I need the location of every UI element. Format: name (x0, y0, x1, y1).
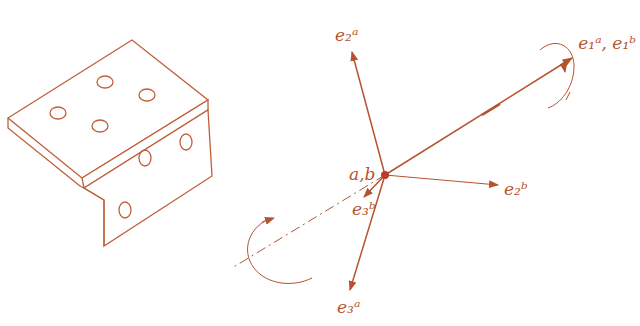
hinge-drawing (8, 40, 212, 246)
origin-label: a,b (349, 165, 375, 184)
axis-label: e₃ᵃ (337, 298, 360, 317)
origin-dot (381, 171, 389, 179)
axis-label: e₃ᵇ (352, 200, 376, 219)
axis-label: e₂ᵃ (335, 26, 358, 45)
axis-label: e₁ᵃ, e₁ᵇ (578, 34, 636, 53)
axis-label: e₂ᵇ (504, 180, 528, 199)
frame-axes (232, 43, 574, 290)
